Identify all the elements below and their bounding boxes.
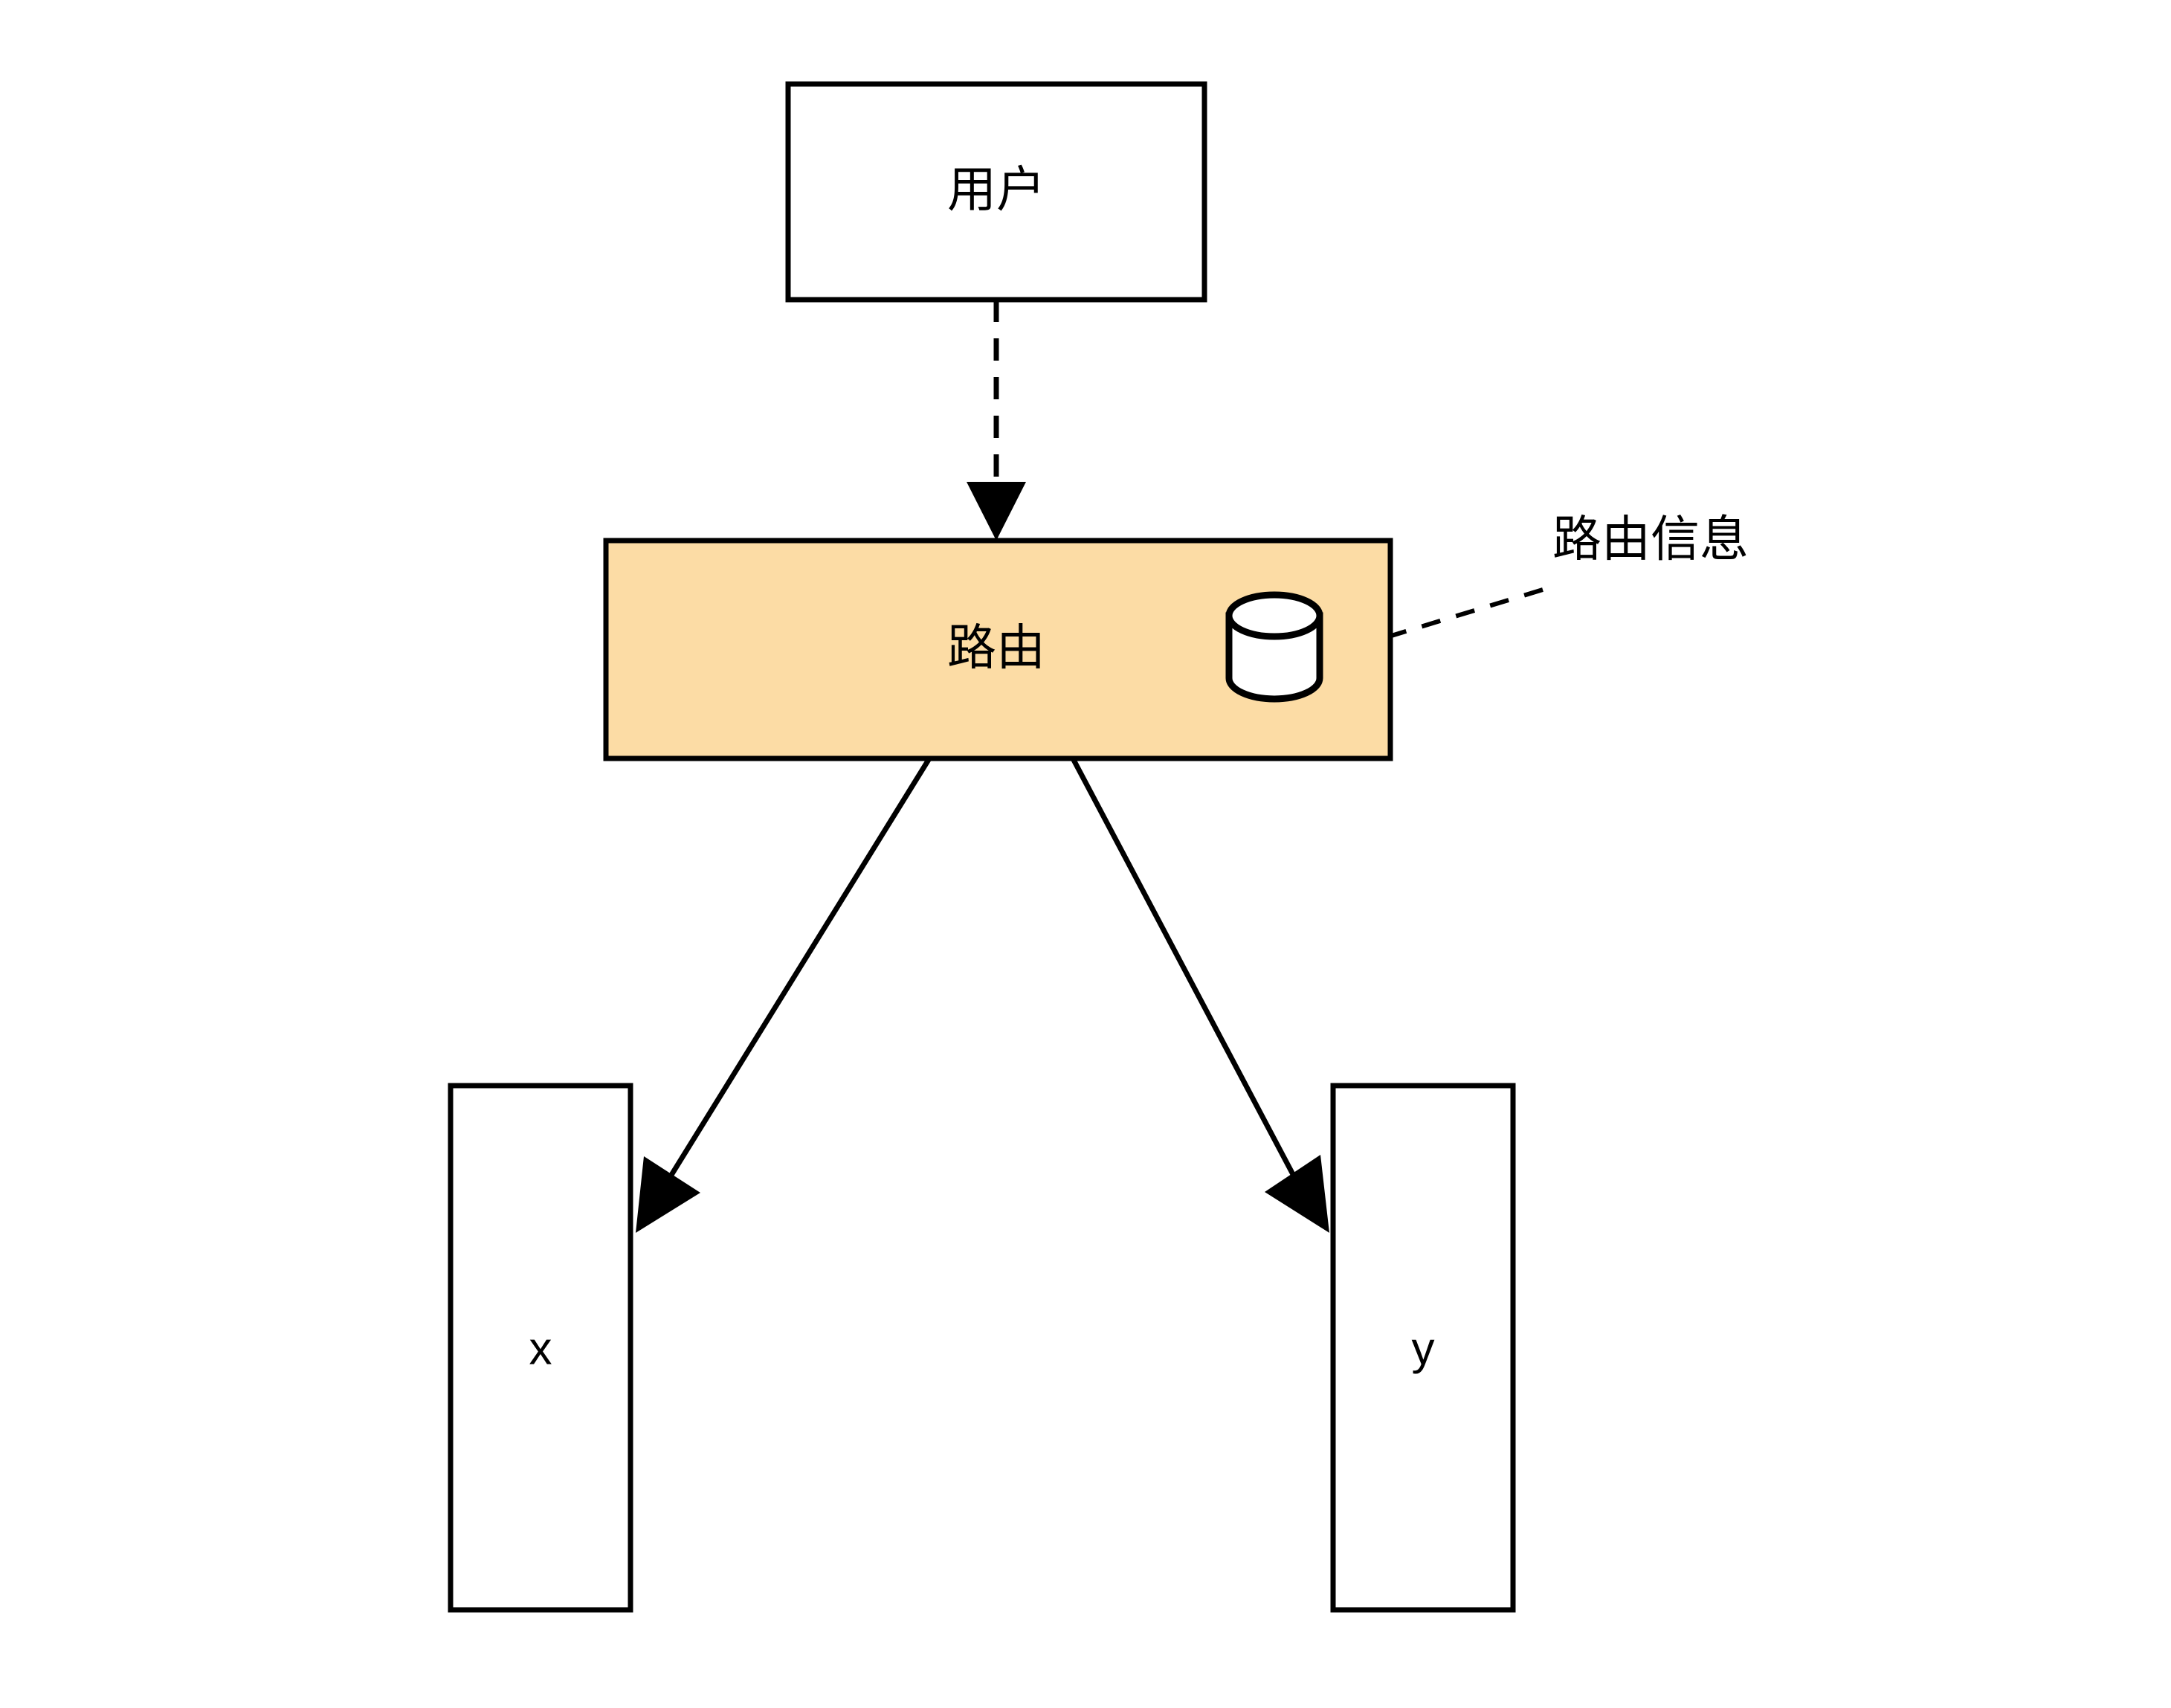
edge-router-to-y-line: [1070, 757, 1298, 1180]
edge-user-to-router: [967, 300, 1026, 541]
edge-routeinfo-to-cylinder-line: [1371, 587, 1543, 644]
edge-router-to-x: [636, 757, 932, 1233]
edge-router-to-x-arrowhead: [636, 1156, 700, 1233]
annotation-route-info: 路由信息: [1552, 511, 1749, 566]
edge-user-to-router-arrowhead: [967, 482, 1026, 541]
edge-router-to-y: [1070, 757, 1329, 1233]
node-router[interactable]: 路由: [603, 538, 1393, 761]
node-user-label: 用户: [947, 161, 1045, 216]
node-service-x-box[interactable]: [448, 1083, 633, 1613]
edge-router-to-x-line: [667, 757, 932, 1180]
node-router-label: 路由: [947, 619, 1045, 674]
node-user[interactable]: 用户: [785, 81, 1207, 303]
database-cylinder-top: [1225, 591, 1323, 640]
database-cylinder-icon: [1225, 591, 1323, 703]
edge-router-to-y-arrowhead: [1265, 1155, 1329, 1233]
node-service-x[interactable]: x: [448, 1083, 633, 1613]
node-service-y-box[interactable]: [1330, 1083, 1516, 1613]
annotation-route-info-label: 路由信息: [1552, 511, 1749, 566]
node-service-y[interactable]: y: [1330, 1083, 1516, 1613]
node-service-y-label: y: [1412, 1323, 1435, 1374]
node-service-x-label: x: [529, 1323, 552, 1374]
node-user-box[interactable]: [785, 81, 1207, 303]
